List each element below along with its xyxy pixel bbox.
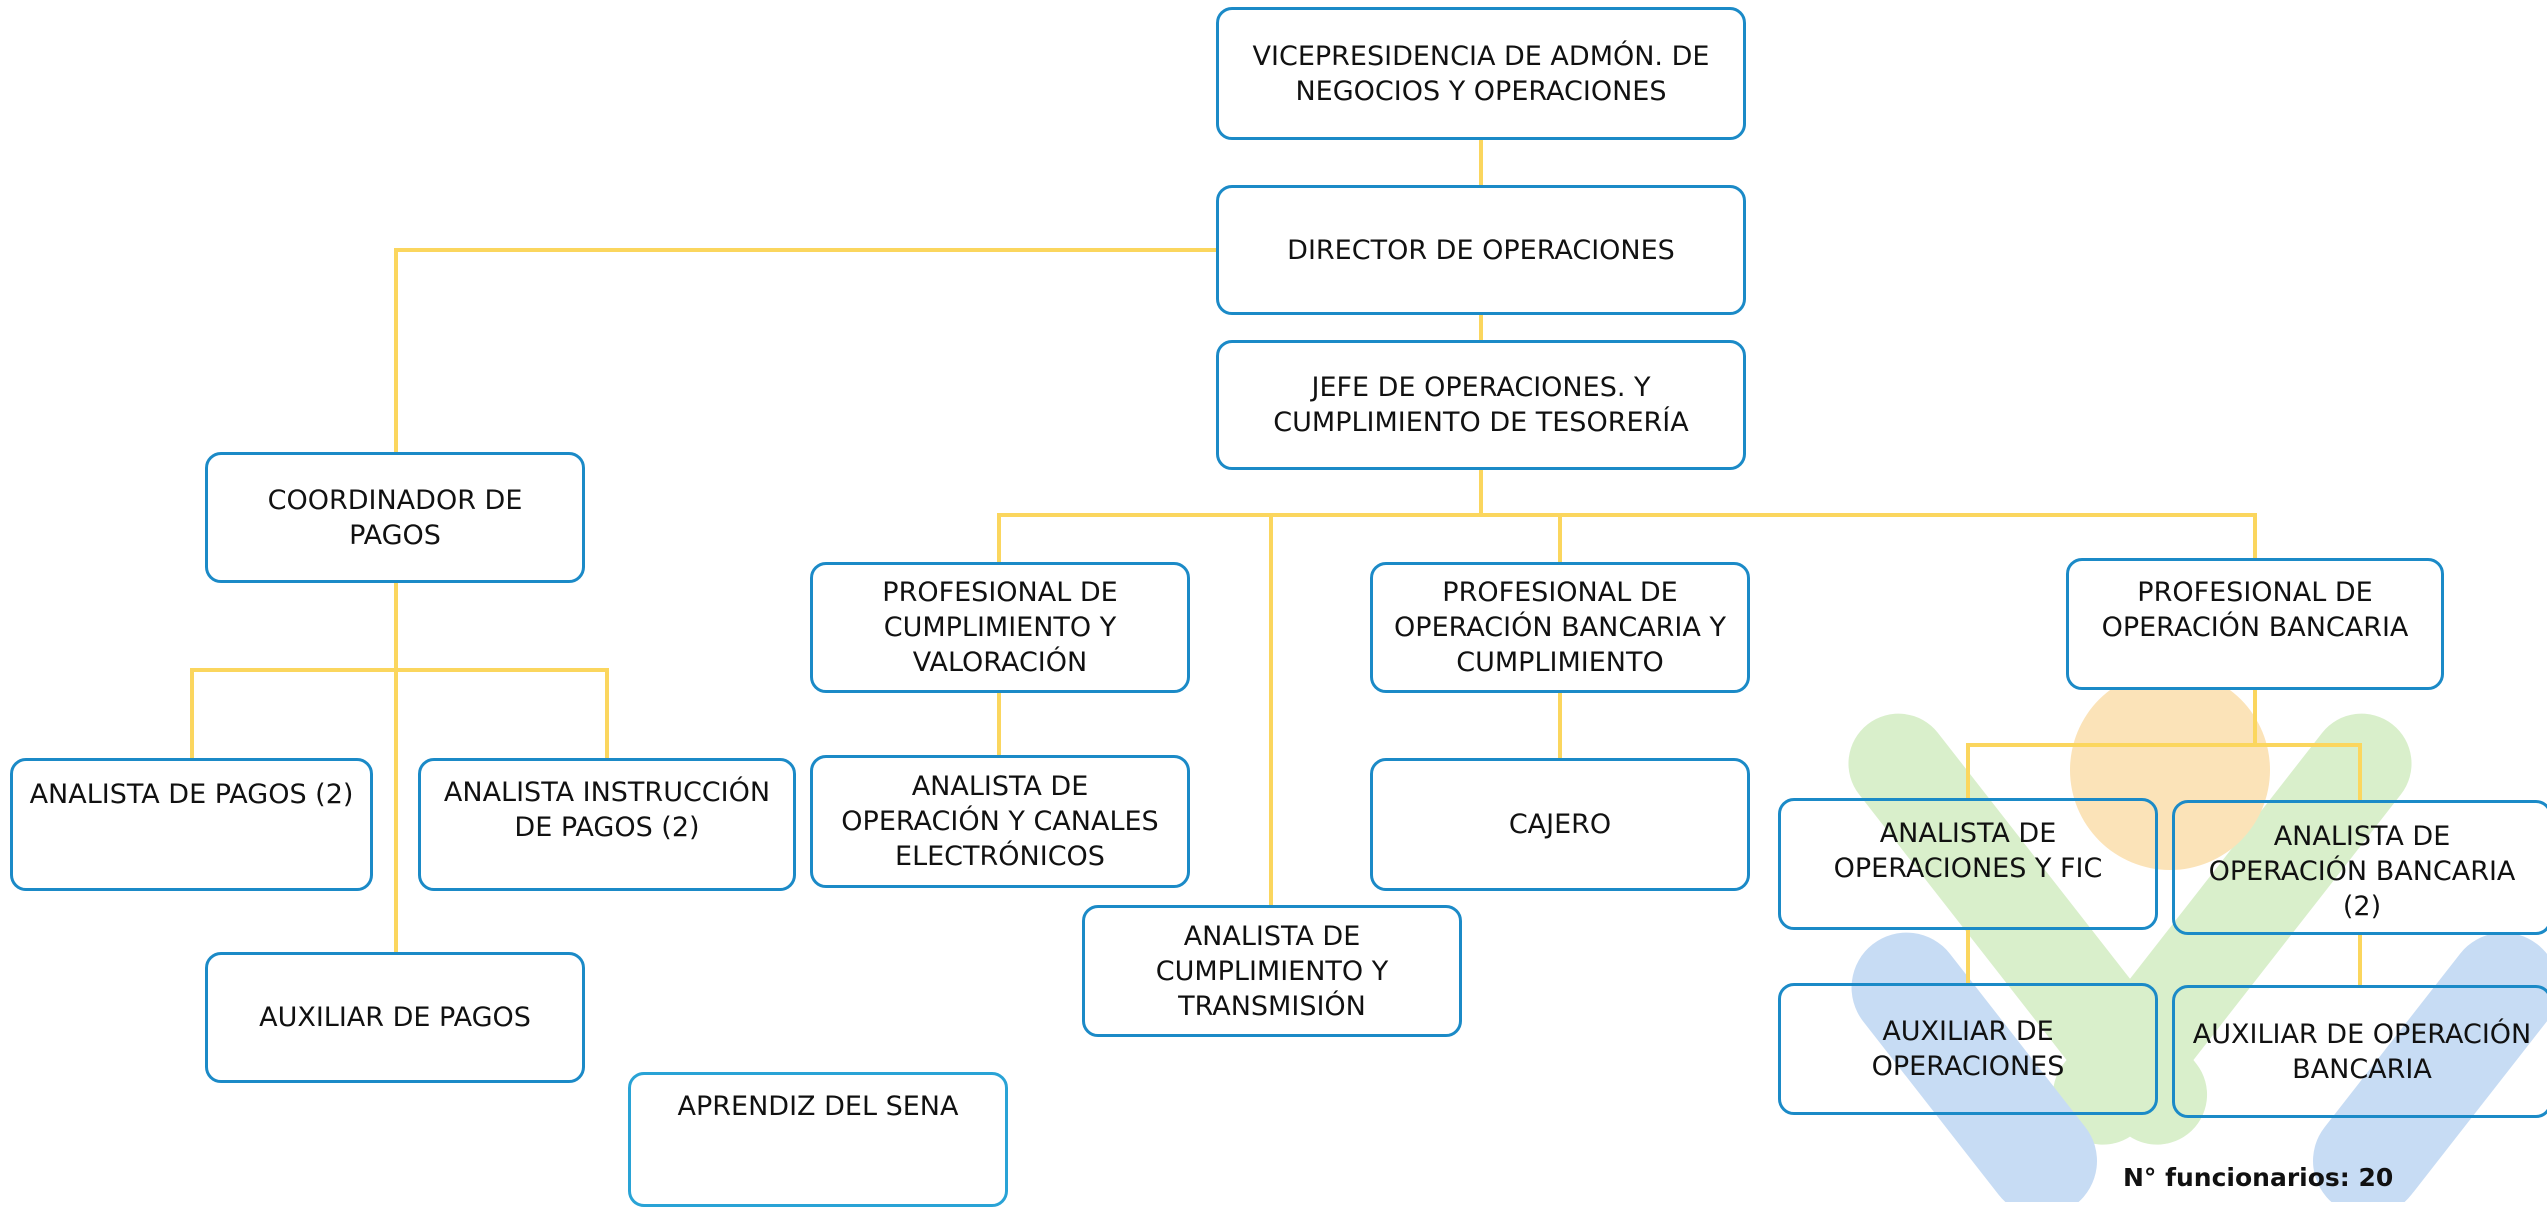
box-analista-instruccion-pagos-label: ANALISTA INSTRUCCIÓN DE PAGOS (2): [443, 777, 771, 843]
logo-orange-circle: [2070, 670, 2270, 870]
box-analista-instruccion-pagos: ANALISTA INSTRUCCIÓN DE PAGOS (2): [418, 758, 796, 891]
box-coordinador-pagos-label: COORDINADOR DE PAGOS: [267, 484, 523, 551]
box-vicepresidencia-label: VICEPRESIDENCIA DE ADMÓN. DE NEGOCIOS Y …: [1252, 40, 1710, 107]
box-profesional-bancaria: PROFESIONAL DE OPERACIÓN BANCARIA: [2066, 558, 2444, 690]
box-auxiliar-operaciones-label: AUXILIAR DE OPERACIONES: [1871, 1016, 2065, 1082]
connector-director-coordinador: [394, 248, 1216, 452]
box-profesional-bancaria-label: PROFESIONAL DE OPERACIÓN BANCARIA: [2101, 577, 2409, 643]
box-profesional-bancaria-cumplimiento: PROFESIONAL DE OPERACIÓN BANCARIA Y CUMP…: [1370, 562, 1750, 693]
box-profesional-bancaria-cumplimiento-label: PROFESIONAL DE OPERACIÓN BANCARIA Y CUMP…: [1394, 577, 1726, 678]
box-analista-canales: ANALISTA DE OPERACIÓN Y CANALES ELECTRÓN…: [810, 755, 1190, 888]
box-profesional-cumplimiento-label: PROFESIONAL DE CUMPLIMIENTO Y VALORACIÓN: [882, 577, 1118, 678]
connector-prof-bancaria-analistas: [1966, 690, 2362, 800]
box-auxiliar-operacion-bancaria-label: AUXILIAR DE OPERACIÓN BANCARIA: [2192, 1018, 2532, 1085]
box-analista-operacion-bancaria: ANALISTA DE OPERACIÓN BANCARIA (2): [2172, 800, 2547, 935]
box-analista-transmision: ANALISTA DE CUMPLIMIENTO Y TRANSMISIÓN: [1082, 905, 1462, 1037]
box-aprendiz-sena-label: APRENDIZ DEL SENA: [677, 1091, 959, 1122]
box-analista-operaciones-fic-label: ANALISTA DE OPERACIONES Y FIC: [1833, 818, 2103, 884]
box-analista-operacion-bancaria-label: ANALISTA DE OPERACIÓN BANCARIA (2): [2208, 821, 2516, 922]
box-analista-operaciones-fic: ANALISTA DE OPERACIONES Y FIC: [1778, 798, 2158, 930]
box-coordinador-pagos: COORDINADOR DE PAGOS: [205, 452, 585, 583]
box-analista-canales-label: ANALISTA DE OPERACIÓN Y CANALES ELECTRÓN…: [841, 771, 1159, 872]
box-auxiliar-pagos: AUXILIAR DE PAGOS: [205, 952, 585, 1083]
box-auxiliar-pagos-label: AUXILIAR DE PAGOS: [259, 1002, 531, 1033]
logo-blue-right-stroke: [2313, 932, 2547, 1202]
box-auxiliar-operacion-bancaria: AUXILIAR DE OPERACIÓN BANCARIA: [2172, 985, 2547, 1118]
box-director-operaciones-label: DIRECTOR DE OPERACIONES: [1287, 234, 1675, 266]
box-jefe-operaciones: JEFE DE OPERACIONES. Y CUMPLIMIENTO DE T…: [1216, 340, 1746, 470]
box-analista-pagos: ANALISTA DE PAGOS (2): [10, 758, 373, 891]
box-auxiliar-operaciones: AUXILIAR DE OPERACIONES: [1778, 983, 2158, 1115]
box-cajero-label: CAJERO: [1508, 809, 1612, 840]
logo-blue-left-stroke: [1851, 932, 2097, 1202]
box-analista-transmision-label: ANALISTA DE CUMPLIMIENTO Y TRANSMISIÓN: [1155, 920, 1389, 1022]
logo-green-right-stroke: [2052, 713, 2412, 1145]
box-analista-pagos-label: ANALISTA DE PAGOS (2): [29, 779, 354, 810]
connector-coordinador-analistas: [190, 668, 609, 758]
box-vicepresidencia: VICEPRESIDENCIA DE ADMÓN. DE NEGOCIOS Y …: [1216, 7, 1746, 140]
connector-jefe-bus: [997, 470, 2257, 905]
funcionarios-count: N° funcionarios: 20: [2123, 1163, 2394, 1192]
box-aprendiz-sena: APRENDIZ DEL SENA: [628, 1072, 1008, 1207]
box-profesional-cumplimiento: PROFESIONAL DE CUMPLIMIENTO Y VALORACIÓN: [810, 562, 1190, 693]
box-jefe-operaciones-label: JEFE DE OPERACIONES. Y CUMPLIMIENTO DE T…: [1273, 372, 1689, 438]
box-director-operaciones: DIRECTOR DE OPERACIONES: [1216, 185, 1746, 315]
box-cajero: CAJERO: [1370, 758, 1750, 891]
